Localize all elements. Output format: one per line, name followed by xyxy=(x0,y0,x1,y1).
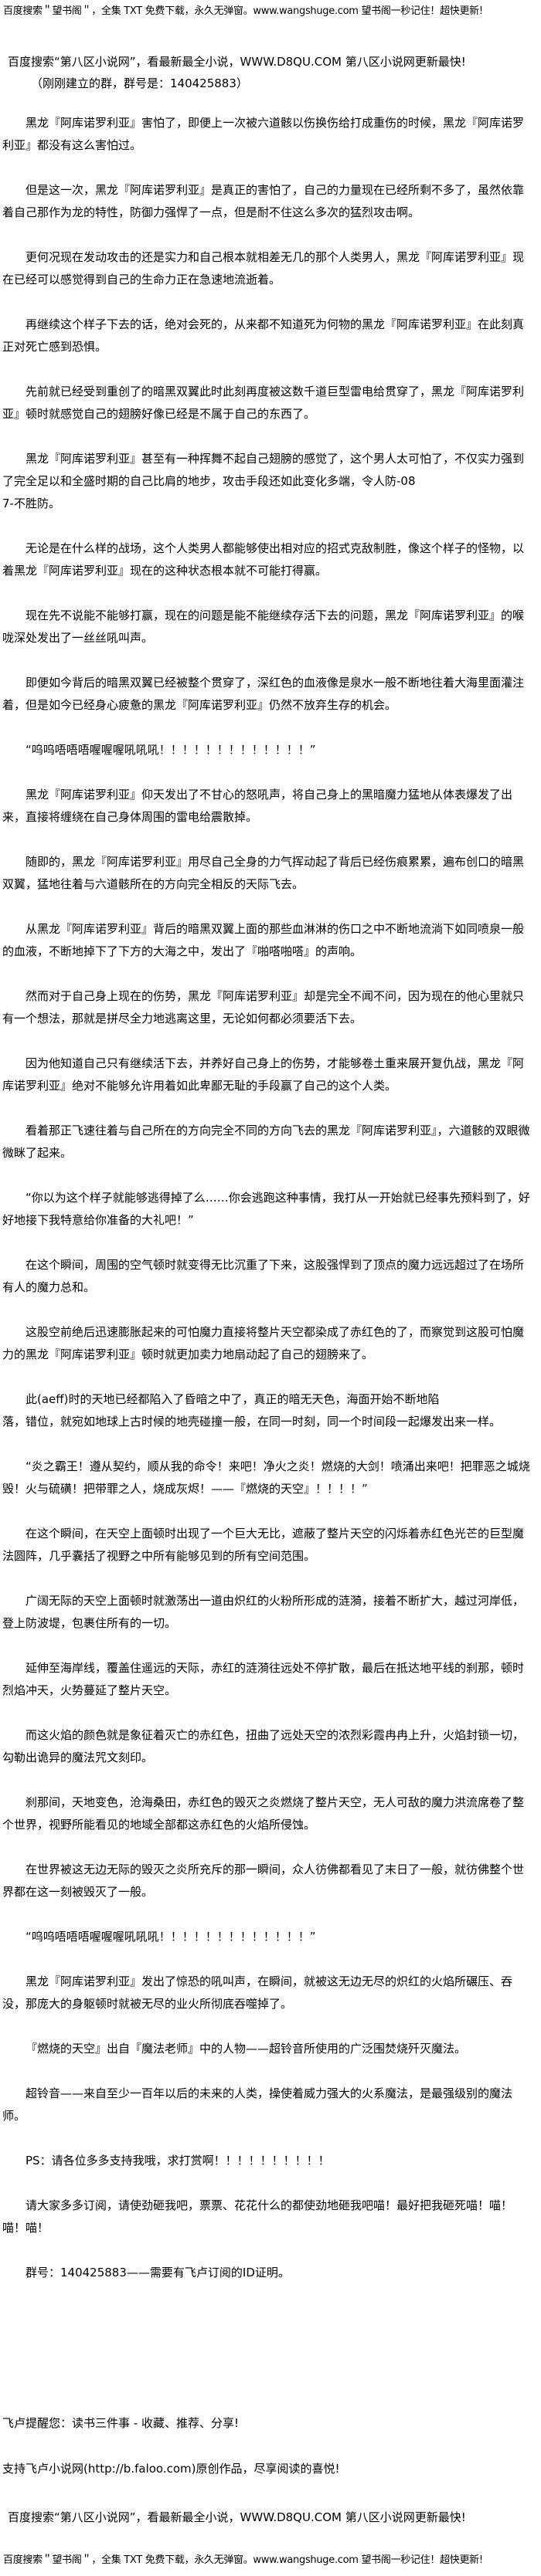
paragraph: 随即的，黑龙『阿库诺罗利亚』用尽自己全身的力气挥动起了背后已经伤痕累累，遍布创口… xyxy=(2,855,525,891)
paragraph: 群号：140425883——需要有飞卢订阅的ID证明。 xyxy=(26,2266,290,2279)
chapter-body: 黑龙『阿库诺罗利亚』害怕了，即便上一次被六道骸以伤换伤给打成重伤的时候，黑龙『阿… xyxy=(2,112,531,2307)
paragraph: “呜呜唔唔唔喔喔喔吼吼吼！！！！！！！！！！！！！” xyxy=(26,743,316,757)
paragraph: 请大家多多订阅，请使劲砸我吧，票票、花花什么的都使劲地砸我吧喵！最好把我砸死喵！… xyxy=(2,2198,513,2235)
paragraph: 而这火焰的颜色就是象征着灭亡的赤红色，扭曲了远处天空的浓烈彩霞冉冉上升，火焰封锁… xyxy=(2,1728,525,1764)
paragraph: “呜呜唔唔唔喔喔喔吼吼吼！！！！！！！！！！！！！” xyxy=(26,1930,316,1944)
paragraph: 在世界被这无边无际的毁灭之炎所充斥的那一瞬间，众人彷佛都看见了末日了一般，就彷佛… xyxy=(2,1863,525,1899)
paragraph: “炎之霸王！遵从契约，顺从我的命令！来吧！净火之炎！燃烧的大剑！喷涌出来吧！把罪… xyxy=(2,1459,530,1496)
paragraph: PS：请各位多多支持我哦，求打赏啊！！！！！！！！！！ xyxy=(26,2154,330,2168)
paragraph: 超铃音——来自至少一百年以后的未来的人类，操使着威力强大的火系魔法，是最强级别的… xyxy=(2,2086,513,2123)
site-ad-top: 百度搜索“第八区小说网”，看最新最全小说，WWW.D8QU.COM 第八区小说网… xyxy=(8,55,466,69)
paragraph: 广阔无际的天空上面顿时就激荡出一道由炽红的火粉所形成的涟漪，接着不断扩大，越过河… xyxy=(2,1594,525,1630)
site-banner-top: 百度搜索＂望书阁＂，全集 TXT 免费下载，永久无弹窗。www.wangshug… xyxy=(3,5,483,17)
paragraph: 黑龙『阿库诺罗利亚』发出了惊恐的吼叫声，在瞬间，就被这无边无尽的炽红的火焰所碾压… xyxy=(2,1974,513,2011)
paragraph: 延伸至海岸线，覆盖住遥远的天际，赤红的涟漪往远处不停扩散，最后在抵达地平线的刹那… xyxy=(2,1661,525,1697)
paragraph: 看着那正飞速往着与自己所在的方向完全不同的方向飞去的黑龙『阿库诺罗利亚』，六道骸… xyxy=(2,1124,530,1160)
paragraph: 因为他知道自己只有继续活下去，并养好自己身上的伤势，才能够卷土重来展开复仇战，黑… xyxy=(2,1056,525,1093)
paragraph: 在这个瞬间，在天空上面顿时出现了一个巨大无比，遮蔽了整片天空的闪烁着赤红色光芒的… xyxy=(2,1527,525,1563)
paragraph: 再继续这个样子下去的话，绝对会死的，从来都不知道死为何物的黑龙『阿库诺罗利亚』在… xyxy=(2,317,525,354)
group-number-notice: （刚刚建立的群，群号是：140425883） xyxy=(31,76,248,90)
paragraph: 『燃烧的天空』出自『魔法老师』中的人物——超铃音所使用的广泛围焚烧歼灭魔法。 xyxy=(26,2042,467,2056)
paragraph: “你以为这个样子就能够逃得掉了么……你会逃跑这种事情，我打从一开始就已经事先预料… xyxy=(2,1191,530,1227)
paragraph: 黑龙『阿库诺罗利亚』害怕了，即便上一次被六道骸以伤换伤给打成重伤的时候，黑龙『阿… xyxy=(2,116,525,152)
paragraph: 这股空前绝后迅速膨胀起来的可怕魔力直接将整片天空都染成了赤红色的了，而察觉到这股… xyxy=(2,1325,525,1361)
faloo-support-line: 支持飞卢小说网(http://b.faloo.com)原创作品，尽享阅读的喜悦! xyxy=(2,2462,340,2476)
paragraph: 然而对于自己身上现在的伤势，黑龙『阿库诺罗利亚』却是完全不闻不问，因为现在的他心… xyxy=(2,989,525,1025)
paragraph: 但是这一次，黑龙『阿库诺罗利亚』是真正的害怕了，自己的力量现在已经所剩不多了，虽… xyxy=(2,183,525,219)
paragraph: 黑龙『阿库诺罗利亚』甚至有一种挥舞不起自己翅膀的感觉了，这个男人太可怕了，不仅实… xyxy=(2,452,525,510)
site-ad-bottom: 百度搜索“第八区小说网”，看最新最全小说，WWW.D8QU.COM 第八区小说网… xyxy=(8,2510,466,2524)
paragraph: 先前就已经受到重创了的暗黑双翼此时此刻再度被这数千道巨型雷电给贯穿了，黑龙『阿库… xyxy=(2,385,525,421)
paragraph: 即便如今背后的暗黑双翼已经被整个贯穿了，深红色的血液像是泉水一般不断地往着大海里… xyxy=(2,676,525,712)
paragraph: 黑龙『阿库诺罗利亚』仰天发出了不甘心的怒吼声，将自己身上的黑暗魔力猛地从体表爆发… xyxy=(2,788,513,824)
paragraph: 无论是在什么样的战场，这个人类男人都能够使出相对应的招式克敌制胜，像这个样子的怪… xyxy=(2,541,525,578)
paragraph: 现在先不说能不能够打赢，现在的问题是能不能继续存活下去的问题，黑龙『阿库诺罗利亚… xyxy=(2,608,525,645)
paragraph: 从黑龙『阿库诺罗利亚』背后的暗黑双翼上面的那些血淋淋的伤口之中不断地流淌下如同喷… xyxy=(2,922,525,958)
site-banner-bottom: 百度搜索＂望书阁＂，全集 TXT 免费下载，永久无弹窗。www.wangshug… xyxy=(3,2554,483,2566)
paragraph: 在这个瞬间，周围的空气顿时就变得无比沉重了下来，这股强悍到了顶点的魔力远远超过了… xyxy=(2,1258,525,1294)
paragraph: 此(aeff)时的天地已经都陷入了昏暗之中了，真正的暗无天色，海面开始不断地陷 … xyxy=(2,1392,502,1429)
paragraph: 更何况现在发动攻击的还是实力和自己根本就相差无几的那个人类男人，黑龙『阿库诺罗利… xyxy=(2,250,525,286)
faloo-reminder: 飞卢提醒您：读书三件事 - 收藏、推荐、分享! xyxy=(2,2416,239,2430)
paragraph: 刹那间，天地变色，沧海桑田，赤红色的毁灭之炎燃烧了整片天空，无人可敌的魔力洪流席… xyxy=(2,1795,525,1832)
